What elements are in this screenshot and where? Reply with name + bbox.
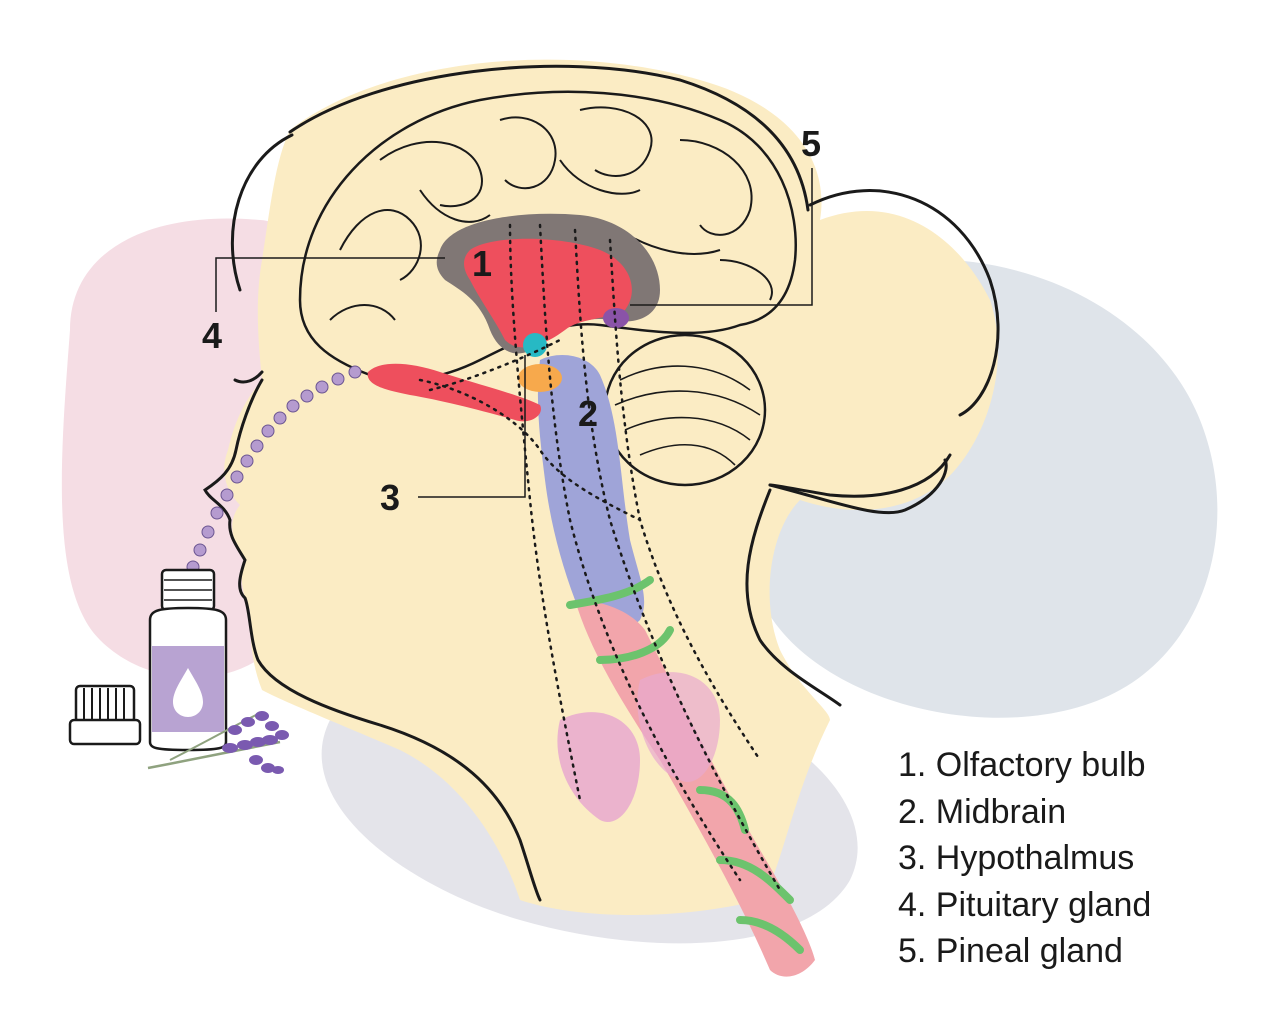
callout-midbrain-number: 2 [578,393,599,434]
callout-pineal-gland-number: 5 [801,123,822,164]
legend-item-hypothalamus: 3. Hypothalmus [898,839,1135,877]
dotted-pathways [418,223,782,892]
oil-bottle [148,568,228,752]
callout-hypothalamus-number: 3 [380,477,401,518]
cerebellum-folds [614,365,761,466]
oil-drop-icon [173,668,203,717]
bottle-cap [68,684,142,746]
spinal-cord [575,600,815,977]
brain-core [464,238,632,348]
throat-region [557,712,640,822]
legend-item-pituitary-gland: 4. Pituitary gland [898,885,1152,924]
pineal-gland [603,308,629,328]
callout-leaders [215,168,813,498]
olfactory-tract [367,363,541,422]
lavender-sprig [147,711,289,774]
thyroid-region [637,672,720,782]
legend-item-olfactory-bulb: 1. Olfactory bulb [898,746,1146,784]
callout-olfactory-bulb-number: 1 [472,243,493,284]
hypothalamus [523,333,547,357]
callout-pituitary-gland-number: 4 [202,315,223,356]
legend: 1. Olfactory bulb 2. Midbrain 3. Hypotha… [898,742,1151,975]
legend-item-pineal-gland: 5. Pineal gland [898,932,1123,970]
head-outline [203,64,1000,902]
legend-item-midbrain: 2. Midbrain [898,792,1067,831]
